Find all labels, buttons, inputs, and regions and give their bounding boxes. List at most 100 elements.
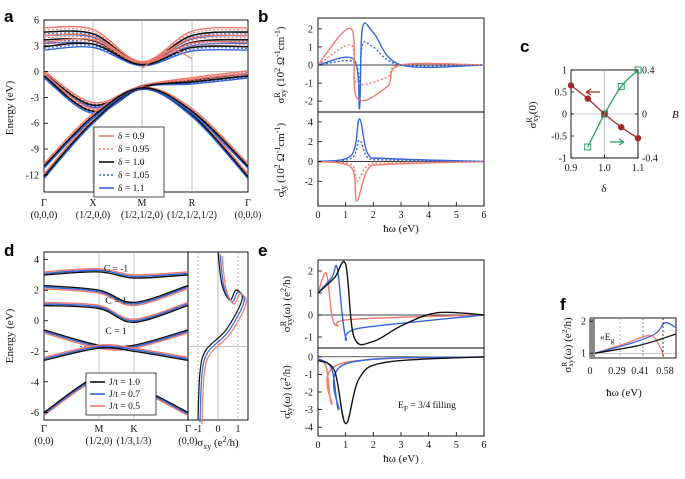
panel-d-ytick-label: -4 [31,377,39,388]
panel-a-band-b5 [43,77,249,114]
panel-d-xtick-label: Γ [185,424,191,435]
panel-a-xtick-coord: (1/2,0,0) [76,210,110,221]
panel-f-series-red [594,334,665,359]
panel-d-xtick-coord: (1/3,1/3) [117,436,152,447]
panel-a-legend-label: δ = 1.0 [118,158,145,168]
panel-a-xtick-coord: (1/2,1/2,1/2) [167,210,217,221]
panel-a-band-b2 [43,33,249,64]
panel-a-xtick-label: R [189,198,196,209]
panel-a-band-b1 [43,28,249,63]
panel-e-bottom-ytick-label: -1 [305,370,313,381]
panel-e-top-series [317,272,485,327]
panel-c-B-point [584,143,592,151]
panel-a-xtick-label: M [138,198,147,209]
panel-c-xtick-label: 0.9 [565,163,578,174]
panel-b-bottom-ytick-label: -2 [305,177,313,188]
panel-b-top-ytick-label: 1 [308,42,313,53]
panel-e-bottom-ytick-label: -3 [305,405,313,416]
panel-d-side-curve [201,255,247,425]
panel-d-side-curve [197,251,243,421]
panel-c-sigma-point [584,95,591,102]
panel-b-bottom-ylabel: σIxy (102 Ω-1cm-1) [273,122,288,197]
panel-d-band [43,269,189,278]
panel-a-ytick-label: -12 [26,170,39,181]
panel-d-ylabel: Energy (eV) [4,308,16,363]
panel-c-ylabel-left: σRxy(0) [525,101,540,128]
panel-d-legend: J/t = 1.0J/t = 0.7J/t = 0.5 [85,372,157,416]
panel-d-band [43,347,189,362]
panel-b-xtick-label: 0 [316,210,321,221]
panel-e-xlabel: ħω (eV) [383,453,419,465]
panel-b-top-ytick-label: -2 [305,97,313,108]
panel-e-bottom-ytick-label: 0 [308,352,313,363]
panel-d-side-xlabel: σxy (e2/h) [197,435,239,451]
panel-b-top-series-blue [317,22,485,110]
panel-d-ytick-label: -6 [31,408,39,419]
panel-a-ytick-label: -9 [31,145,39,156]
panel-e-bottom-ytick-label: -2 [305,388,313,399]
panel-c-ytick-left-label: 0.5 [555,88,568,99]
panel-a-band-b1 [43,32,249,65]
panel-b-bottom-ytick-label: 2 [308,137,313,148]
panel-d-chern-label: C = 1 [105,296,126,306]
panel-d-band [43,268,189,276]
panel-d-band [43,301,189,320]
panel-a-xtick-coord: (0,0,0) [235,210,262,221]
panel-label-b: b [258,7,268,26]
panel-b-xlabel: ħω (eV) [383,223,419,235]
panel-a-xtick-label: Γ [41,198,47,209]
panel-label-c: c [520,37,529,56]
panel-b-xtick-label: 6 [482,210,487,221]
panel-c-B-line [587,69,639,148]
panel-d-ytick-label: 0 [34,316,39,327]
panel-c-ytick-left-label: -1 [559,154,567,165]
panel-b-xtick-label: 1 [343,210,348,221]
panel-a-band-b3 [43,40,249,65]
panel-e-xtick-label: 4 [426,440,431,451]
panel-c-ytick-right-label: 0.4 [642,66,655,77]
panel-a-ylabel: Energy (eV) [4,80,16,135]
panel-b-bottom-series-blue [317,118,485,163]
panel-a-xtick-coord: (1/2,1/2,0) [121,210,163,221]
panel-d-xtick-coord: (0,0) [178,436,197,447]
panel-d-chern-label: C = 1 [105,327,126,337]
panel-a-band-b3 [43,44,249,66]
panel-e-top-ytick-label: -1 [305,333,313,344]
panel-f-marker-label: 0.41 [631,366,649,377]
panel-label-a: a [4,7,14,26]
panel-d-band [43,288,189,307]
panel-b-top-series-red [317,27,485,102]
panel-a-ytick-label: 6 [34,16,39,27]
panel-c-sigma-point [618,124,625,131]
panel-e-xtick-label: 2 [371,440,376,451]
panel-d-legend-label: J/t = 0.7 [109,390,140,400]
panel-b-top-ylabel: σRxy (102 Ω-1cm-1) [273,26,288,103]
panel-a-band-b3 [43,37,249,65]
panel-b-top-ytick-label: 0 [308,61,313,72]
panel-e-annotation: EF = 3/4 filling [398,400,456,413]
panel-e-top-series [317,264,485,342]
panel-f-gap-shade [590,318,595,358]
panel-e-xtick-label: 5 [454,440,459,451]
panel-b-bottom-ytick-label: 4 [308,117,313,128]
panel-b-xtick-label: 4 [426,210,431,221]
panel-a-xtick-label: Γ [245,198,251,209]
panel-a: 630-3-6-9-12 Γ(0,0,0)X(1/2,0,0)M(1/2,1/2… [4,16,261,222]
panel-f-ytick-label: 2 [581,317,586,328]
panel-d-band [43,345,189,360]
panel-f-series-blue [594,322,677,354]
panel-label-e: e [258,241,267,260]
panel-d-xtick-label: K [130,424,138,435]
panel-e-bottom-series [317,356,485,411]
panel-d-ytick-label: 2 [34,286,39,297]
panel-c-sigma-point [634,135,642,142]
panel-b-xtick-label: 2 [371,210,376,221]
panel-f-series-black [594,333,677,354]
panel-a-ytick-label: 0 [34,67,39,78]
panel-f-gap-label: «Eg [600,333,615,345]
panel-b-bottom-series-red [317,160,485,202]
panel-b-top-series-blue-dash [317,41,485,90]
